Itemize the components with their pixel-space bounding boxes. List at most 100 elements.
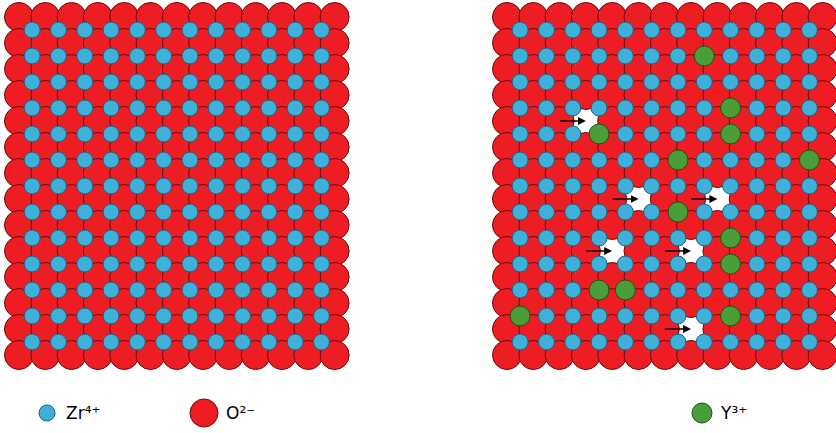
zirconium-ion: [617, 178, 633, 194]
zirconium-ion: [208, 256, 224, 272]
zirconium-ion: [313, 256, 329, 272]
zirconium-ion: [723, 152, 739, 168]
zirconium-ion: [591, 100, 607, 116]
zirconium-ion: [287, 334, 303, 350]
zirconium-ion: [801, 178, 817, 194]
zirconium-ion: [261, 204, 277, 220]
zirconium-ion: [644, 22, 660, 38]
zirconium-ion: [24, 256, 40, 272]
zirconium-ion: [723, 282, 739, 298]
zirconium-ion: [313, 204, 329, 220]
zirconium-ion: [670, 308, 686, 324]
vacancy-arrow: [560, 120, 584, 122]
zirconium-ion: [538, 48, 554, 64]
vacancy-arrow: [691, 198, 715, 200]
zirconium-ion: [50, 256, 66, 272]
zirconium-ion: [696, 100, 712, 116]
yttrium-ion: [668, 150, 688, 170]
zirconium-ion: [129, 152, 145, 168]
zirconium-ion: [617, 308, 633, 324]
zirconium-ion: [287, 230, 303, 246]
legend-label: Y³⁺: [721, 403, 747, 423]
zirconium-ion: [182, 126, 198, 142]
zirconium-ion: [801, 308, 817, 324]
zirconium-ion: [156, 22, 172, 38]
zirconium-ion: [129, 22, 145, 38]
zirconium-ion: [182, 22, 198, 38]
zirconium-ion: [261, 308, 277, 324]
zirconium-ion: [24, 126, 40, 142]
zirconium-ion: [24, 204, 40, 220]
zirconium-ion: [313, 100, 329, 116]
zirconium-ion: [617, 204, 633, 220]
zirconium-ion: [749, 230, 765, 246]
zirconium-ion: [696, 126, 712, 142]
zirconium-ion: [103, 48, 119, 64]
zirconium-ion: [208, 22, 224, 38]
zirconium-ion: [313, 178, 329, 194]
zirconium-ion: [775, 204, 791, 220]
zirconium-ion: [749, 126, 765, 142]
zirconium-ion: [512, 126, 528, 142]
zirconium-ion: [103, 100, 119, 116]
zirconium-ion: [644, 74, 660, 90]
zirconium-ion: [670, 178, 686, 194]
zirconium-ion: [129, 178, 145, 194]
zirconium-ion: [696, 152, 712, 168]
yttrium-ion: [721, 98, 741, 118]
zirconium-ion: [24, 334, 40, 350]
zirconium-ion: [749, 178, 765, 194]
zirconium-ion: [749, 48, 765, 64]
zirconium-ion: [723, 178, 739, 194]
zirconium-ion: [208, 308, 224, 324]
zirconium-ion: [670, 22, 686, 38]
zirconium-ion: [235, 100, 251, 116]
zirconium-ion: [512, 152, 528, 168]
zirconium-ion: [261, 334, 277, 350]
zirconium-ion: [644, 204, 660, 220]
zirconium-ion: [261, 74, 277, 90]
zirconium-ion: [591, 152, 607, 168]
pure-zirconia-lattice: [5, 3, 350, 370]
zirconium-ion: [565, 22, 581, 38]
zirconium-ion: [50, 204, 66, 220]
yttrium-ion: [589, 280, 609, 300]
zirconium-ion: [77, 282, 93, 298]
zirconium-ion: [617, 48, 633, 64]
zirconium-ion: [313, 230, 329, 246]
zirconium-ion: [512, 204, 528, 220]
zirconium-ion: [696, 256, 712, 272]
zirconium-ion: [644, 282, 660, 298]
zirconium-ion: [103, 74, 119, 90]
zirconium-ion: [749, 74, 765, 90]
zirconium-ion: [313, 152, 329, 168]
zirconium-ion: [565, 204, 581, 220]
vacancy-arrow: [586, 250, 610, 252]
zirconium-ion: [670, 230, 686, 246]
yttrium-ion: [694, 46, 714, 66]
zirconium-ion: [775, 126, 791, 142]
zirconium-ion: [512, 334, 528, 350]
zirconium-ion: [313, 126, 329, 142]
zirconium-ion: [156, 256, 172, 272]
zirconium-ion: [617, 74, 633, 90]
zirconium-ion: [644, 178, 660, 194]
zirconium-ion: [565, 282, 581, 298]
zirconium-ion: [749, 256, 765, 272]
zirconium-ion: [696, 230, 712, 246]
zirconium-ion: [235, 152, 251, 168]
zirconium-ion: [749, 152, 765, 168]
vacancy-arrow: [665, 250, 689, 252]
zirconium-ion: [50, 22, 66, 38]
zirconium-ion: [723, 204, 739, 220]
zirconium-ion: [77, 22, 93, 38]
zirconium-ion: [617, 230, 633, 246]
zirconium-ion: [538, 256, 554, 272]
zirconium-ion: [103, 178, 119, 194]
zirconium-ion: [287, 204, 303, 220]
zirconium-ion: [313, 334, 329, 350]
zirconium-ion: [50, 126, 66, 142]
zirconium-ion: [129, 74, 145, 90]
zirconium-ion: [749, 100, 765, 116]
